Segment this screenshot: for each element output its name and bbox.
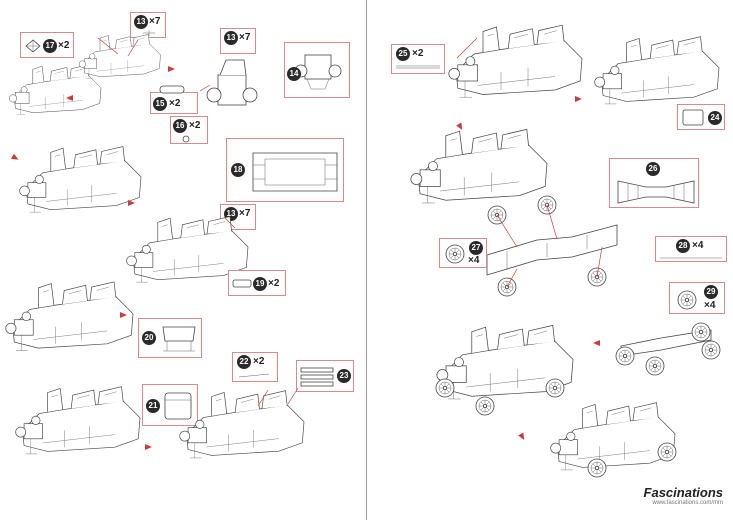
left-instruction-page: 17 ×2 13 ×7 13 ×7 14 15	[0, 0, 366, 520]
bracket-part	[232, 279, 252, 288]
car-assembly-7	[179, 387, 305, 459]
step-15-callout: 15 ×2	[150, 92, 198, 114]
step-25-callout: 25 ×2	[391, 44, 445, 74]
arrow-icon	[518, 432, 527, 442]
chassis-frame-part	[617, 180, 695, 204]
step-13a-callout: 13 ×7	[130, 12, 166, 38]
seat-back-part	[164, 392, 192, 420]
car-assembly-8	[448, 24, 583, 98]
step-25-badge: 25	[396, 47, 410, 61]
arrow-icon	[120, 312, 127, 318]
step-16-badge: 16	[173, 119, 187, 133]
finished-car	[550, 402, 677, 478]
step-15-qty: ×2	[169, 98, 181, 109]
step-16-callout: 16 ×2	[170, 116, 208, 144]
step-13a-qty: ×7	[149, 16, 161, 27]
step-26-badge: 26	[646, 162, 660, 176]
step-24-callout: 24	[677, 104, 725, 130]
arrow-icon	[128, 200, 135, 206]
wheel-part	[445, 244, 465, 264]
step-17-callout: 17 ×2	[20, 32, 74, 58]
step-19-badge: 19	[253, 277, 267, 291]
step-18-callout: 18	[226, 138, 344, 202]
arrow-icon	[168, 66, 175, 72]
step-14-callout: 14	[284, 42, 350, 98]
step-13b-badge: 13	[224, 31, 238, 45]
step-21-callout: 21	[142, 384, 198, 426]
wheel-part	[677, 290, 697, 310]
step-17-badge: 17	[43, 39, 57, 53]
arrow-icon	[10, 153, 21, 163]
brand-url: www.fascinations.com/mm	[652, 500, 723, 506]
step-29-badge: 29	[704, 285, 718, 299]
step-14-badge: 14	[287, 67, 301, 81]
arrow-icon	[575, 96, 582, 102]
step-21-badge: 21	[146, 399, 160, 413]
flat-piece-icon	[25, 39, 41, 53]
step-28-badge: 28	[676, 239, 690, 253]
arrow-icon	[456, 122, 465, 132]
step-23-callout: 23	[296, 360, 354, 392]
step-25-qty: ×2	[412, 48, 424, 59]
car-front-assembly	[199, 59, 258, 106]
lamp-part	[159, 85, 185, 94]
brand-logo: Fascinations www.fascinations.com/mm	[644, 485, 723, 506]
step-26-callout: 26	[609, 158, 699, 208]
step-28-qty: ×4	[692, 240, 704, 251]
arrow-icon	[145, 444, 152, 450]
step-29-qty: ×4	[704, 300, 716, 311]
step-27-badge: 27	[469, 241, 483, 255]
chassis-floor-part	[252, 152, 338, 192]
floor-panel-part	[682, 109, 704, 126]
step-27-qty: ×4	[468, 255, 480, 266]
step-20-badge: 20	[142, 331, 156, 345]
seat-part	[162, 326, 196, 352]
arrow-icon	[66, 95, 73, 101]
car-assembly-2	[78, 34, 161, 79]
step-23-badge: 23	[337, 369, 351, 383]
car-assembly-4	[126, 216, 249, 283]
step-15-badge: 15	[153, 97, 167, 111]
step-27-callout: 27 ×4	[439, 238, 487, 268]
step-13b-qty: ×7	[239, 32, 251, 43]
step-18-badge: 18	[231, 163, 245, 177]
step-17-qty: ×2	[58, 40, 70, 51]
washer-part	[182, 135, 190, 143]
step-19-callout: 19 ×2	[228, 270, 286, 296]
step-13b-callout: 13 ×7	[220, 28, 256, 54]
step-13c-qty: ×7	[239, 208, 251, 219]
rod-part	[238, 373, 270, 378]
page-divider	[366, 0, 367, 520]
step-16-qty: ×2	[189, 120, 201, 131]
axle-part	[660, 257, 722, 259]
step-20-callout: 20	[138, 318, 202, 358]
wheeled-chassis	[615, 322, 721, 376]
step-28-callout: 28 ×4	[655, 236, 727, 262]
step-22-callout: 22 ×2	[232, 352, 278, 382]
right-instruction-page: 25 ×2 24 26 27 ×4	[367, 0, 733, 520]
step-22-badge: 22	[237, 355, 251, 369]
step-24-badge: 24	[708, 111, 722, 125]
tab-icon	[143, 30, 155, 36]
exploded-chassis-assembly	[486, 195, 618, 297]
running-board-part	[396, 65, 440, 69]
step-13a-badge: 13	[134, 15, 148, 29]
step-22-qty: ×2	[253, 356, 265, 367]
step-29-callout: 29 ×4	[669, 282, 725, 314]
panel-strips-part	[300, 367, 334, 387]
step-19-qty: ×2	[268, 278, 280, 289]
brand-name: Fascinations	[643, 485, 723, 500]
